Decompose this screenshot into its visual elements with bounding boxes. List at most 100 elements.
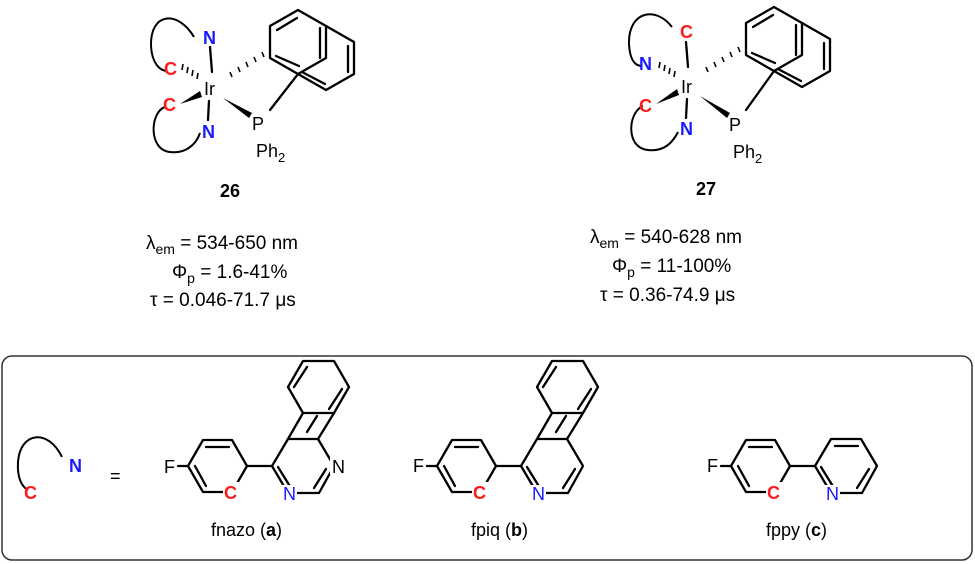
- double-bond: [561, 467, 577, 490]
- double-bond: [442, 464, 457, 488]
- atom-c: C: [473, 483, 486, 503]
- lifetime-27: τ = 0.36-74.9 μs: [600, 285, 735, 306]
- double-bond: [275, 16, 299, 32]
- double-bond: [292, 365, 309, 389]
- double-bond: [312, 467, 328, 490]
- double-bond: [274, 54, 301, 68]
- ligand-arc-upper: [149, 17, 195, 72]
- atom-ir: Ir: [681, 77, 692, 97]
- ligand-legend-box: [1, 355, 973, 561]
- ligand-fpiq-structure: F C N: [413, 359, 600, 504]
- ligand-a-caption: fnazo (a): [211, 520, 282, 540]
- bond-ir-n-bottom: [206, 99, 211, 122]
- double-bond: [576, 387, 593, 411]
- label-mask: [223, 482, 239, 502]
- double-bond: [554, 414, 568, 434]
- bond-n-ir-top: [208, 45, 214, 74]
- double-bond: [305, 414, 319, 434]
- naphthalene-ring-right: [772, 21, 832, 89]
- ligand-fppy-structure: F C N: [707, 437, 879, 504]
- double-bond: [751, 13, 775, 29]
- atom-ir: Ir: [204, 79, 215, 99]
- double-bond: [276, 465, 293, 490]
- double-bond: [736, 464, 751, 488]
- hashed-bond-n-ir: [658, 61, 676, 78]
- atom-n: N: [69, 456, 82, 476]
- hashed-bond-ir-naphthyl: [229, 51, 265, 78]
- double-bond: [525, 465, 542, 490]
- atom-n: N: [283, 484, 296, 504]
- bond-naphthyl-p: [744, 69, 776, 112]
- label-mask: [281, 485, 297, 503]
- ligand-arc-upper: [627, 13, 673, 67]
- atom-c: C: [639, 96, 652, 116]
- ligand-arc: [16, 436, 63, 491]
- atom-c: C: [767, 483, 780, 503]
- compound-26-properties: λem = 534-650 nm Φp = 1.6-41% τ = 0.046-…: [146, 233, 298, 311]
- naphthalene-ring-right: [296, 24, 356, 92]
- label-mask: [766, 482, 782, 502]
- double-bond: [776, 67, 803, 83]
- ligand-b-caption: fpiq (b): [471, 520, 528, 540]
- ligand-c-caption: fppy (c): [766, 520, 827, 540]
- wedge-bond-c-ir: [656, 89, 679, 104]
- compound-27-properties: λem = 540-628 nm Φp = 11-100% τ = 0.36-7…: [590, 227, 742, 306]
- atom-n: N: [532, 484, 545, 504]
- double-bond: [855, 467, 871, 490]
- compound-27-structure: C N Ir C N P Ph2: [627, 5, 832, 166]
- bond-ir-n-bottom: [684, 97, 689, 120]
- double-bond: [327, 387, 344, 411]
- pyridine-ring: [519, 437, 585, 495]
- double-bond: [750, 51, 777, 65]
- double-bond: [300, 70, 327, 86]
- equals-sign: =: [110, 466, 121, 486]
- atom-n: N: [202, 122, 215, 142]
- hashed-bond-ir-naphthyl: [705, 46, 741, 73]
- ligand-arc-lower: [630, 105, 679, 152]
- atom-f: F: [164, 457, 175, 477]
- atom-n: N: [680, 119, 693, 139]
- quantum-yield-27: Φp = 11-100%: [612, 256, 731, 280]
- label-mask: [530, 485, 546, 503]
- label-mask: [472, 482, 488, 502]
- label-mask: [824, 485, 840, 503]
- hashed-bond-c-ir: [181, 63, 199, 80]
- double-bond: [819, 465, 836, 490]
- phenyl-label: Ph2: [256, 141, 285, 165]
- atom-n: N: [639, 54, 652, 74]
- bond-c-ir-top: [684, 40, 690, 69]
- pyrimidine-ring: [270, 437, 336, 495]
- lifetime-26: τ = 0.046-71.7 μs: [150, 290, 296, 311]
- bond-naphthyl-p: [268, 72, 300, 112]
- atom-p: P: [252, 114, 264, 134]
- atom-p: P: [729, 115, 741, 135]
- ligand-fnazo-structure: F C N N: [164, 359, 351, 504]
- ligand-arc-lower: [152, 106, 201, 154]
- double-bond: [541, 365, 558, 389]
- emission-wavelength-27: λem = 540-628 nm: [590, 227, 742, 251]
- atom-c: C: [224, 483, 237, 503]
- wedge-bond-ir-p: [700, 96, 730, 118]
- atom-n: N: [332, 457, 345, 477]
- compound-26-label: 26: [220, 181, 240, 201]
- label-mask: [330, 457, 346, 475]
- atom-f: F: [707, 456, 718, 476]
- benzo-ring: [286, 359, 351, 441]
- emission-wavelength-26: λem = 534-650 nm: [146, 233, 298, 257]
- atom-c: C: [164, 59, 177, 79]
- wedge-bond-ir-p: [223, 98, 252, 118]
- atom-c: C: [163, 95, 176, 115]
- atom-f: F: [413, 456, 424, 476]
- bond: [316, 411, 336, 441]
- quantum-yield-26: Φp = 1.6-41%: [172, 262, 287, 286]
- atom-c: C: [24, 483, 37, 503]
- wedge-bond-c-ir: [180, 91, 202, 104]
- phenyl-label: Ph2: [733, 142, 762, 166]
- bond: [565, 411, 585, 441]
- atom-n: N: [203, 28, 216, 48]
- generic-cn-ligand: N C =: [16, 436, 121, 503]
- compound-27-label: 27: [696, 179, 716, 199]
- compound-26-structure: N C Ir C N P Ph2: [149, 8, 356, 165]
- atom-n: N: [826, 484, 839, 504]
- benzo-ring: [535, 359, 600, 441]
